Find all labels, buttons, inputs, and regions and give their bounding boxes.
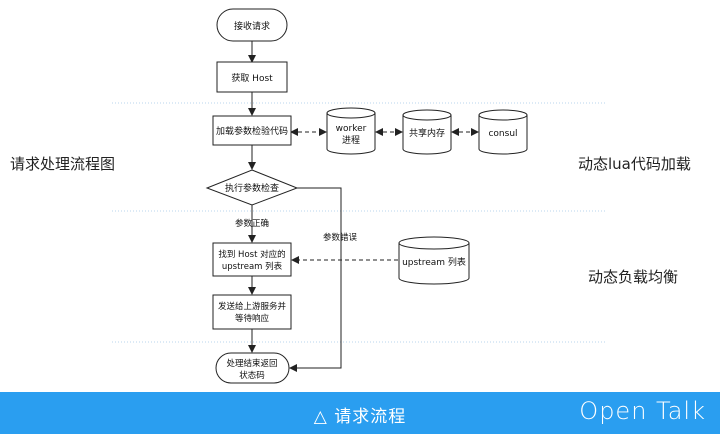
node-shared-memory	[402, 109, 452, 155]
side-label-dynamic-lua: 动态lua代码加载	[578, 155, 691, 173]
node-load-check-code	[212, 115, 292, 146]
node-worker-process	[326, 107, 376, 155]
node-send-label-1: 发送给上游服务并	[218, 301, 287, 312]
brand-logo: Open Talk	[579, 397, 706, 425]
edge-label-param-error: 参数错误	[323, 232, 358, 243]
side-label-dynamic-lb: 动态负载均衡	[588, 268, 679, 286]
node-receive-label: 接收请求	[234, 20, 270, 32]
node-send-label-2: 等待响应	[235, 313, 270, 324]
node-upstream-list-label: upstream 列表	[402, 256, 466, 268]
node-send-upstream	[212, 294, 292, 330]
node-find-host-upstream	[212, 242, 292, 277]
node-finish-label-2: 状态码	[239, 370, 265, 381]
node-finish-label-1: 处理结束返回	[226, 358, 277, 369]
node-load-check-label: 加载参数检验代码	[216, 125, 288, 137]
node-exec-check-label: 执行参数检查	[225, 182, 279, 194]
node-worker-label-1: worker	[336, 124, 367, 134]
node-exec-param-check	[205, 169, 299, 206]
flowchart: 接收请求 获取 Host 加载参数检验代码 worker 进程 共享内存 con…	[112, 8, 606, 384]
node-get-host-label: 获取 Host	[231, 73, 273, 84]
node-finish-return-status	[215, 352, 290, 384]
footer-caption: △ 请求流程	[313, 407, 407, 427]
side-label-flowchart: 请求处理流程图	[10, 155, 116, 173]
node-upstream-list	[398, 236, 470, 285]
footer-bar: △ 请求流程 Open Talk	[0, 392, 720, 434]
edge-label-param-ok: 参数正确	[235, 218, 269, 229]
node-consul	[478, 109, 528, 155]
node-get-host	[216, 61, 288, 93]
node-worker-label-2: 进程	[342, 135, 360, 146]
node-find-host-label-1: 找到 Host 对应的	[218, 249, 285, 260]
node-receive-request	[216, 8, 288, 42]
edge-param-error	[289, 187, 342, 372]
node-find-host-label-2: upstream 列表	[222, 261, 283, 272]
node-consul-label: consul	[488, 129, 517, 139]
node-shared-memory-label: 共享内存	[409, 127, 445, 139]
